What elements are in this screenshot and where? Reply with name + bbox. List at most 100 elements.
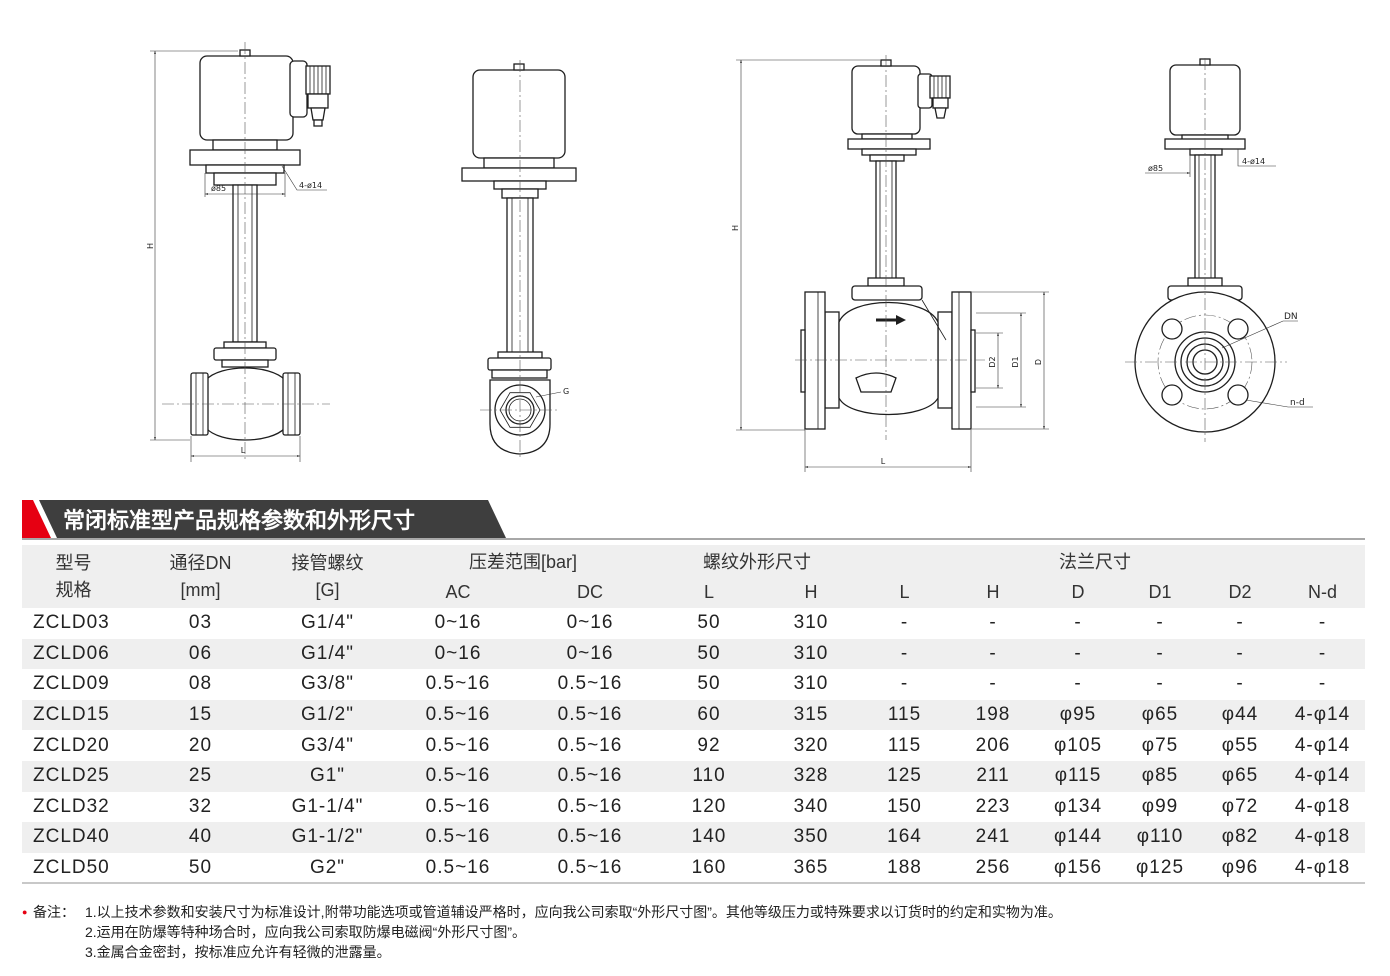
bolt-circle-diameter-label: D1 bbox=[1011, 356, 1020, 367]
header-thread-h: H bbox=[763, 577, 859, 608]
cell-dn: 40 bbox=[188, 826, 213, 848]
header-model-line2: 规格 bbox=[55, 579, 92, 600]
cell-pressure-dc: 0.5~16 bbox=[557, 856, 623, 878]
cell-dn: 06 bbox=[188, 642, 213, 664]
cell-thread: G3/8" bbox=[301, 673, 354, 695]
cell-pressure-ac: 0.5~16 bbox=[425, 795, 491, 817]
header-flange-dimensions: 法兰尺寸 bbox=[859, 545, 1366, 577]
header-flange-d2: D2 bbox=[1200, 577, 1280, 608]
cell-flange-h: 206 bbox=[975, 734, 1011, 756]
cell-flange-d2: - bbox=[1236, 642, 1244, 664]
cell-pressure-ac: 0.5~16 bbox=[425, 734, 491, 756]
valve-bonnet bbox=[487, 351, 552, 379]
cell-thread: G1-1/2" bbox=[291, 826, 364, 848]
cell-flange-d2: - bbox=[1236, 612, 1244, 634]
cell-thread-l: 50 bbox=[697, 612, 721, 634]
cell-flange-d2: φ72 bbox=[1221, 795, 1259, 817]
height-dimension-label: H bbox=[731, 225, 740, 231]
cell-flange-nd: - bbox=[1318, 612, 1327, 634]
cell-flange-d: φ144 bbox=[1053, 826, 1103, 848]
cell-flange-d2: φ44 bbox=[1221, 704, 1259, 726]
header-thread-line2: [G] bbox=[315, 579, 340, 600]
cell-flange-l: - bbox=[900, 612, 909, 634]
solenoid-coil bbox=[472, 63, 566, 159]
cell-thread-l: 140 bbox=[691, 826, 727, 848]
cell-flange-d: φ134 bbox=[1053, 795, 1103, 817]
threaded-valve-front-view: H L ø85 4-ø14 bbox=[146, 42, 331, 462]
cell-flange-d: - bbox=[1074, 612, 1082, 634]
cell-pressure-ac: 0.5~16 bbox=[425, 856, 491, 878]
length-dimension-label: L bbox=[241, 446, 246, 455]
header-flange-nd: N-d bbox=[1280, 577, 1366, 608]
cell-pressure-ac: 0.5~16 bbox=[425, 765, 491, 787]
section-banner: 常闭标准型产品规格参数和外形尺寸 bbox=[22, 500, 1365, 540]
flow-direction-arrow bbox=[876, 315, 906, 325]
cell-flange-d2: - bbox=[1236, 673, 1244, 695]
cell-thread-h: 310 bbox=[793, 642, 829, 664]
header-flange-d1: D1 bbox=[1120, 577, 1200, 608]
cell-thread: G3/4" bbox=[301, 734, 354, 756]
header-model: 型号 规格 bbox=[22, 545, 137, 608]
cell-thread-l: 160 bbox=[691, 856, 727, 878]
cell-flange-d1: - bbox=[1156, 642, 1164, 664]
threaded-valve-side-view: G bbox=[461, 60, 577, 460]
bolt-circle-diameter-label: ø85 bbox=[211, 184, 226, 193]
nominal-diameter-label: DN bbox=[1284, 312, 1298, 322]
table-subheader-row: AC DC L H L H D D1 D2 N-d bbox=[22, 577, 1366, 608]
cell-flange-d2: φ65 bbox=[1221, 765, 1259, 787]
bolt-holes-label: n-d bbox=[1290, 398, 1305, 408]
length-dimension-label: L bbox=[881, 457, 886, 466]
cell-flange-d2: φ82 bbox=[1221, 826, 1259, 848]
cell-flange-h: 211 bbox=[976, 765, 1010, 787]
cell-flange-l: - bbox=[900, 673, 909, 695]
technical-drawings: H L ø85 4-ø14 bbox=[146, 42, 1313, 472]
cell-thread: G1" bbox=[309, 765, 346, 787]
header-thread-line1: 接管螺纹 bbox=[291, 552, 364, 573]
header-flange-h: H bbox=[950, 577, 1036, 608]
header-dc: DC bbox=[525, 577, 655, 608]
cell-flange-nd: - bbox=[1318, 673, 1327, 695]
cell-thread-h: 328 bbox=[793, 765, 829, 787]
header-flange-l: L bbox=[859, 577, 950, 608]
cell-flange-l: 115 bbox=[887, 734, 922, 756]
cell-thread-l: 50 bbox=[697, 673, 721, 695]
cell-pressure-dc: 0.5~16 bbox=[557, 673, 623, 695]
banner-accent bbox=[22, 500, 51, 538]
cable-connector bbox=[917, 73, 951, 119]
cell-model: ZCLD09 bbox=[33, 673, 110, 695]
cell-thread-l: 120 bbox=[691, 795, 727, 817]
header-dn-line1: 通径DN bbox=[169, 552, 232, 573]
cell-flange-d: φ115 bbox=[1054, 765, 1102, 787]
flanged-valve-front-view: H L D2 D1 D bbox=[731, 55, 1049, 472]
cell-flange-d1: φ75 bbox=[1141, 734, 1179, 756]
section-title: 常闭标准型产品规格参数和外形尺寸 bbox=[63, 508, 415, 534]
cell-flange-h: 223 bbox=[975, 795, 1011, 817]
cell-thread: G1/4" bbox=[301, 642, 354, 664]
cell-flange-d2: φ96 bbox=[1221, 856, 1259, 878]
note-item-1: 1.以上技术参数和安装尺寸为标准设计,附带功能选项或管道辅设严格时，应向我公司索… bbox=[85, 904, 1062, 920]
cell-flange-l: 150 bbox=[887, 795, 922, 817]
cell-flange-l: 115 bbox=[887, 704, 922, 726]
cell-flange-d: - bbox=[1074, 642, 1082, 664]
cell-thread-l: 60 bbox=[697, 704, 721, 726]
cell-model: ZCLD32 bbox=[33, 795, 110, 817]
cell-thread-h: 350 bbox=[793, 826, 829, 848]
cell-dn: 08 bbox=[188, 673, 213, 695]
cell-model: ZCLD50 bbox=[33, 856, 110, 878]
cell-flange-d: φ156 bbox=[1053, 856, 1103, 878]
cell-dn: 50 bbox=[188, 856, 213, 878]
header-ac: AC bbox=[391, 577, 525, 608]
cell-thread-h: 340 bbox=[793, 795, 829, 817]
cell-flange-l: 188 bbox=[887, 856, 922, 878]
header-flange-d: D bbox=[1036, 577, 1120, 608]
cell-flange-d2: φ55 bbox=[1221, 734, 1259, 756]
cell-flange-d: - bbox=[1074, 673, 1082, 695]
cell-thread-l: 50 bbox=[697, 642, 721, 664]
valve-bonnet bbox=[851, 277, 923, 301]
thread-size-label: G bbox=[563, 387, 569, 396]
